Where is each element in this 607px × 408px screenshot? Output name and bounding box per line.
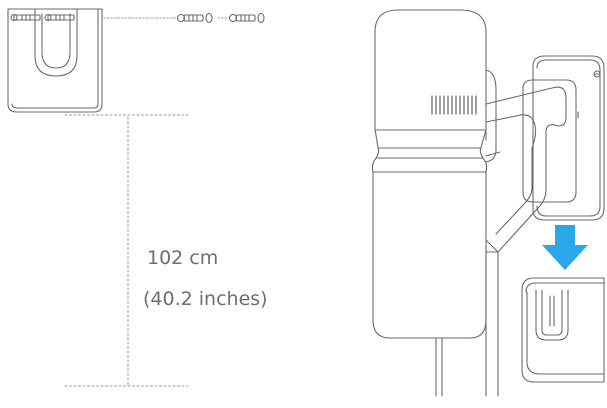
height-dimension: [64, 114, 189, 387]
vent-grille: [431, 95, 477, 115]
height-imperial-label: (40.2 inches): [143, 288, 268, 310]
vacuum-handle: [485, 86, 567, 253]
wall-bracket-front: [7, 8, 103, 113]
dock-slot: [522, 79, 577, 203]
lower-dock: [521, 277, 605, 383]
bracket-screws: [10, 13, 75, 22]
screw-anchor-set-1: [176, 12, 213, 24]
attach-arrow-icon: [542, 225, 588, 270]
vacuum-body: [371, 9, 497, 339]
wall-mount-plate: [532, 55, 605, 221]
height-metric-label: 102 cm: [147, 247, 219, 269]
vacuum-wand: [435, 239, 499, 397]
screw-anchor-set-2: [228, 12, 265, 24]
